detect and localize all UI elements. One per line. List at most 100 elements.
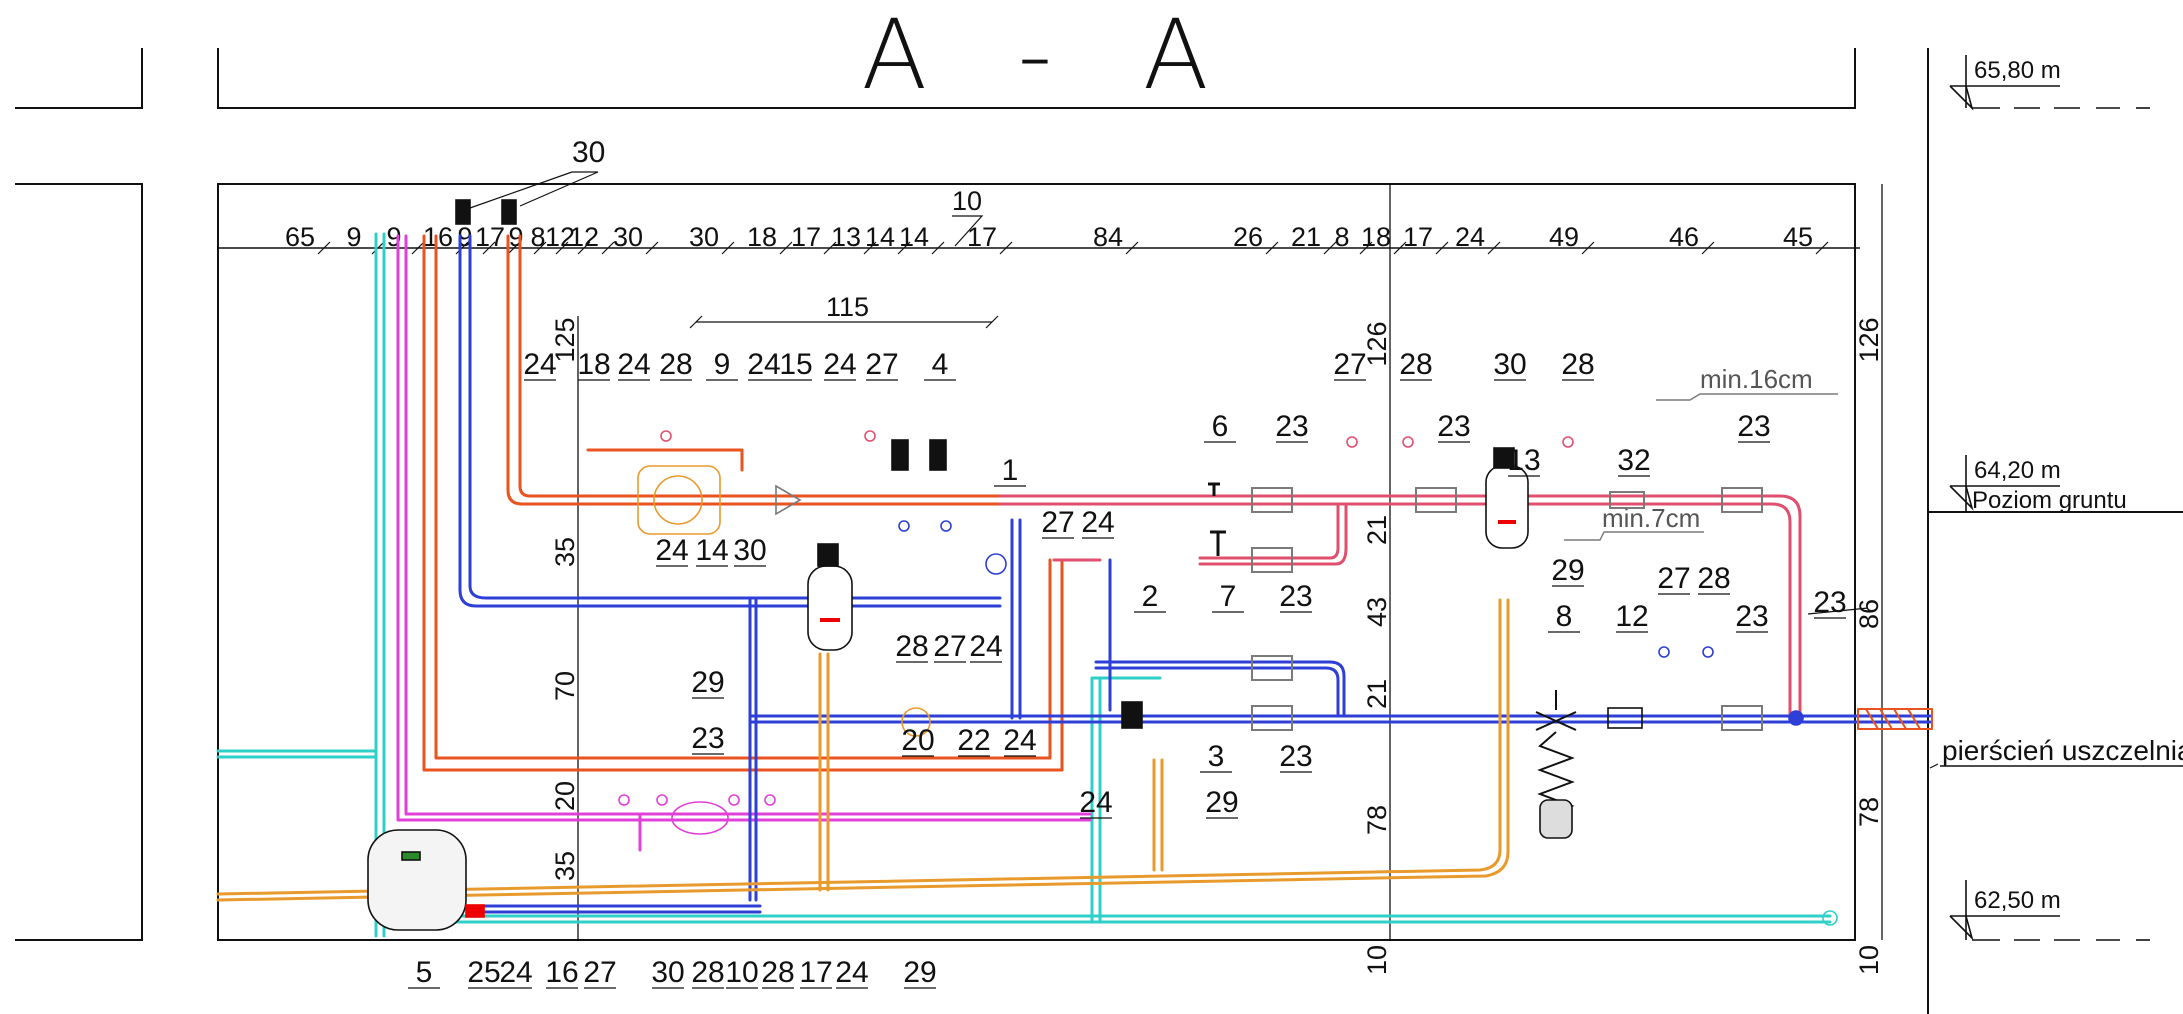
callout-leaders (469, 171, 1939, 769)
safety-valve-icon (891, 439, 909, 471)
dimension-tick (1701, 241, 1715, 255)
separator-tank-icon (807, 565, 853, 651)
top-dimension-value: 24 (1455, 222, 1485, 252)
top-dimension-value: 17 (1403, 222, 1433, 252)
ring-label: pierścień uszczelniający (1942, 735, 2183, 766)
top-dimension-value: 65 (285, 222, 315, 252)
top-dimension-value: 12 (569, 222, 599, 252)
top-dimension-value: 14 (899, 222, 929, 252)
top-dimension-value: 17 (967, 222, 997, 252)
dimension-tick (1815, 241, 1829, 255)
top-dimension-value: 14 (865, 222, 895, 252)
callout-label: 23 (1275, 410, 1308, 443)
callout-label: 24 (1081, 506, 1114, 539)
dimension-tick (897, 241, 911, 255)
dim-10-leader (952, 215, 984, 247)
top-dimension-value: 17 (475, 222, 505, 252)
callout-label: 24 (1003, 724, 1036, 757)
callout-label: 24 (969, 630, 1002, 663)
dimension-tick (482, 241, 496, 255)
dim-115-label: 115 (826, 292, 869, 322)
callout-label: 13 (1507, 444, 1540, 477)
dim-10-label: 10 (952, 186, 982, 216)
callout-label: 24 (1079, 786, 1112, 819)
callout-label: 15 (779, 348, 812, 381)
callout-label: 17 (799, 956, 832, 989)
callout-label: 23 (1279, 580, 1312, 613)
top-dimension-value: 49 (1549, 222, 1579, 252)
valve-3-icon (1121, 701, 1143, 729)
callout-label: 29 (1551, 554, 1584, 587)
callout-label: 23 (1279, 740, 1312, 773)
callout-label: 6 (1212, 410, 1229, 443)
dimension-tick (779, 241, 793, 255)
filter-icon (775, 484, 802, 516)
element-12-icon (1607, 707, 1643, 729)
callout-label: 29 (903, 956, 936, 989)
vertical-dimension-lines (577, 184, 1883, 940)
dimension-tick (1265, 241, 1279, 255)
top-dimension-value: 13 (831, 222, 861, 252)
top-dimension-value: 18 (1361, 222, 1391, 252)
callout-label: 27 (1657, 562, 1690, 595)
right-vertical-dimension: 86 (1854, 599, 1884, 629)
callout-label: 20 (901, 724, 934, 757)
pipe-magenta (396, 234, 1092, 852)
callout-label: 27 (1041, 506, 1074, 539)
top-dimension-value: 8 (530, 222, 545, 252)
callout-label: 27 (583, 956, 616, 989)
callout-label: 28 (761, 956, 794, 989)
dimension-tick (411, 241, 425, 255)
dimension-tick (1359, 241, 1373, 255)
control-valve-icon (1535, 690, 1577, 731)
top-dimension-value: 84 (1093, 222, 1123, 252)
right-vertical-dimension: 126 (1854, 317, 1884, 362)
callout-label: 29 (1205, 786, 1238, 819)
pump-icon (653, 475, 703, 525)
dimension-tick (1581, 241, 1595, 255)
dim-115-line (689, 315, 999, 329)
dimension-tick (645, 241, 659, 255)
building-outline (15, 48, 2183, 1014)
callout-label: 12 (1615, 600, 1648, 633)
level-top-text: 65,80 m (1974, 57, 2061, 84)
callout-label: 7 (1220, 580, 1237, 613)
level-ground-text: 64,20 m (1974, 457, 2061, 484)
wall-sleeve (1857, 708, 1933, 730)
callout-label: 24 (835, 956, 868, 989)
gauge-icons (660, 430, 1574, 448)
top-dimension-value: 26 (1233, 222, 1263, 252)
callout-30-top: 30 (572, 136, 605, 169)
callout-label: 32 (1617, 444, 1650, 477)
callout-label: 30 (733, 534, 766, 567)
top-dimension-value: 8 (1334, 222, 1349, 252)
callout-label: 24 (655, 534, 688, 567)
callout-label: 27 (1333, 348, 1366, 381)
top-dimension-value: 16 (423, 222, 453, 252)
top-dimension-value: 46 (1669, 222, 1699, 252)
level-marker-ground (1949, 455, 2060, 512)
callout-label: 18 (577, 348, 610, 381)
left-vertical-dimension: 35 (550, 537, 580, 567)
callout-label: 27 (865, 348, 898, 381)
valve-6-icon (1208, 482, 1220, 496)
dimension-tick (317, 241, 331, 255)
callout-label: 29 (691, 666, 724, 699)
dimension-tick (721, 241, 735, 255)
pipe-return (458, 234, 1932, 914)
mid-vertical-dimension: 21 (1362, 679, 1392, 709)
callout-label: 28 (1561, 348, 1594, 381)
callout-label: 4 (932, 348, 949, 381)
top-dimension-value: 17 (791, 222, 821, 252)
callout-label: 23 (1735, 600, 1768, 633)
callout-label: 28 (895, 630, 928, 663)
mid-vertical-dimension: 78 (1362, 805, 1392, 835)
pipe-network (216, 232, 1933, 938)
callout-label: 28 (659, 348, 692, 381)
callout-label: 14 (695, 534, 728, 567)
dimension-tick (601, 241, 615, 255)
callout-label: 24 (823, 348, 856, 381)
dimension-tick (533, 241, 547, 255)
